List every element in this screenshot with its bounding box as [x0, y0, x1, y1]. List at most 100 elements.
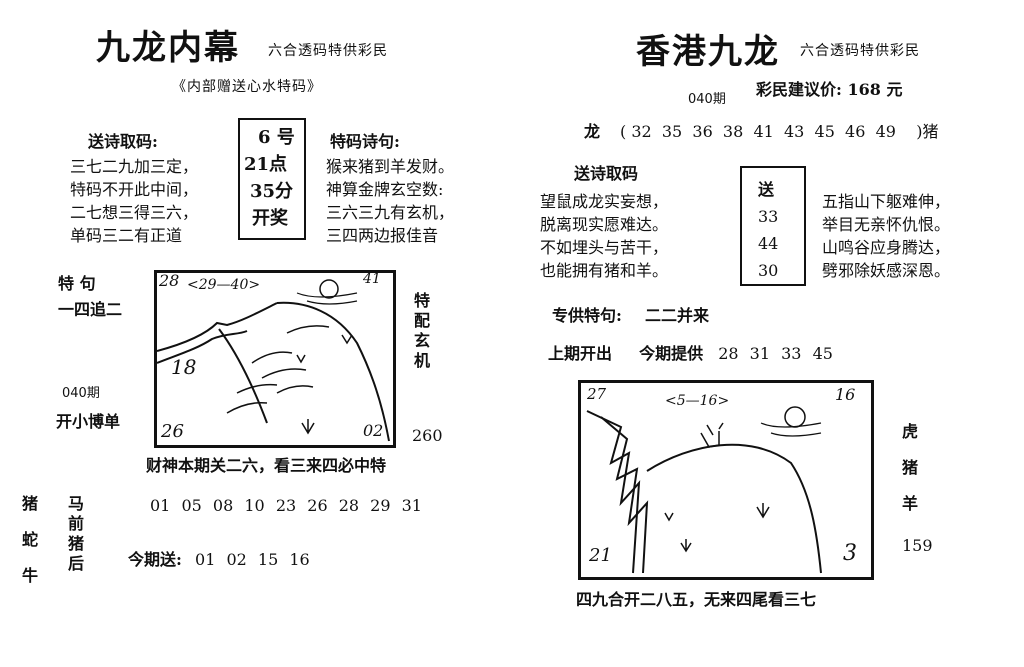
- price: 彩民建议价: 168 元: [756, 80, 903, 99]
- send-label: 送: [758, 180, 775, 199]
- right-title: 香港九龙: [636, 32, 780, 72]
- number-item: 10: [244, 496, 265, 515]
- number-item: 16: [289, 550, 310, 569]
- picture-range: <5—16>: [665, 393, 730, 409]
- poem-line: 也能拥有猪和羊。: [540, 261, 669, 280]
- left-title: 九龙内幕: [96, 28, 240, 68]
- number-item: 15: [257, 550, 279, 569]
- send-number: 44: [758, 234, 779, 253]
- picture-number: 41: [363, 271, 381, 287]
- poem-line: 脱离现实愿难达。: [540, 215, 669, 234]
- poem-line: 望鼠成龙实妄想，: [540, 192, 669, 211]
- poem-line: 五指山下躯难伸，: [822, 192, 951, 211]
- poem-line: 单码三二有正道: [70, 226, 183, 245]
- right-side-number: 159: [902, 536, 933, 555]
- left-subtitle: 六合透码特供彩民: [268, 43, 388, 59]
- number-item: 01: [195, 550, 216, 569]
- right-subtitle: 六合透码特供彩民: [800, 43, 920, 59]
- poem-line: 三七二九加三定，: [70, 157, 199, 176]
- number-item: 28: [338, 496, 360, 515]
- left-picture: 28 <29—40> 41 18 26 02: [154, 270, 396, 448]
- poem-line: 二七想三得三六，: [70, 203, 199, 222]
- number-item: 02: [226, 550, 247, 569]
- special-poem: 猴来猪到羊发财。 神算金牌玄空数: 三六三九有玄机， 三四两边报佳音: [326, 155, 454, 247]
- poem-line: 不如埋头与苦干，: [540, 238, 669, 257]
- send-numbers: 送 33 44 30: [758, 176, 778, 284]
- zodiac-item: 蛇: [22, 530, 39, 549]
- right-poem-heading: 送诗取码: [574, 164, 639, 183]
- poem-line: 神算金牌玄空数:: [326, 180, 444, 199]
- picture-number: 27: [587, 385, 607, 403]
- horse-item: 后: [68, 554, 85, 573]
- number-item: 33: [781, 344, 802, 363]
- special-label: 专供特句:: [552, 306, 622, 325]
- poem-line: 三四两边报佳音: [326, 226, 439, 245]
- left-number-list: 01 05 08 10 23 26 28 29 31: [150, 494, 422, 517]
- landscape-sketch: [157, 279, 390, 442]
- draw-time-box: [238, 118, 306, 240]
- dragon-label: 龙: [584, 122, 601, 141]
- send-box: [740, 166, 806, 286]
- send-number: 30: [758, 261, 779, 280]
- special-line: 专供特句: 二二并来: [552, 304, 709, 327]
- left-poem-heading: 送诗取码:: [88, 132, 158, 151]
- this-issue-label: 今期提供: [639, 344, 704, 363]
- number-item: 31: [749, 344, 771, 363]
- picture-number: 02: [363, 421, 384, 440]
- special-phrase: 一四追二: [58, 300, 123, 319]
- zodiac-item: 猪: [22, 494, 39, 513]
- number-item: 29: [370, 496, 391, 515]
- left-caption: 财神本期关二六，看三来四必中特: [146, 456, 387, 475]
- left-issue: 040期: [62, 386, 100, 401]
- number-item: 26: [307, 496, 328, 515]
- right-poem: 望鼠成龙实妄想， 脱离现实愿难达。 不如埋头与苦干， 也能拥有猪和羊。: [540, 190, 668, 282]
- picture-number: 16: [835, 385, 856, 404]
- special-poem-heading: 特码诗句:: [330, 132, 400, 151]
- right-caption: 四九合开二八五，无来四尾看三七: [576, 590, 817, 609]
- last-issue-label: 上期开出: [548, 344, 613, 363]
- picture-range: <29—40>: [187, 277, 261, 293]
- number-item: 01: [150, 496, 171, 515]
- horse-pig: 马 前 猪 后: [68, 494, 84, 574]
- small-bet: 开小博单: [56, 412, 121, 431]
- draw-day: 6 号: [258, 127, 295, 148]
- horse-item: 猪: [68, 534, 85, 553]
- number-item: 08: [212, 496, 234, 515]
- draw-minute: 35分: [250, 181, 294, 202]
- picture-number: 3: [843, 541, 857, 566]
- picture-number: 18: [171, 355, 197, 379]
- poem-line: 举目无亲怀仇恨。: [822, 215, 951, 234]
- picture-number: 26: [161, 421, 184, 442]
- right-zodiac: 虎 猪 羊: [902, 414, 918, 522]
- poem-line: 特码不开此中间，: [70, 180, 199, 199]
- picture-number: 28: [159, 271, 180, 290]
- zodiac-item: 羊: [902, 494, 919, 513]
- number-item: 28: [718, 344, 739, 363]
- send-number: 33: [758, 207, 779, 226]
- special-text: 二二并来: [645, 306, 710, 325]
- zodiac-item: 牛: [22, 566, 39, 585]
- poem-line: 三六三九有玄机，: [326, 203, 455, 222]
- issue-line: 上期开出 今期提供 28 31 33 45: [548, 342, 833, 365]
- poem-line: 猴来猪到羊发财。: [326, 157, 455, 176]
- landscape-sketch: [586, 406, 822, 574]
- zodiac-item: 猪: [902, 458, 919, 477]
- picture-number: 21: [589, 545, 612, 566]
- horse-item: 马: [68, 494, 85, 513]
- zodiac-item: 虎: [902, 422, 919, 441]
- right-poem-2: 五指山下躯难伸， 举目无亲怀仇恨。 山鸣谷应身腾达， 劈邪除妖感深恩。: [822, 190, 950, 282]
- left-poem: 三七二九加三定， 特码不开此中间， 二七想三得三六， 单码三二有正道: [70, 155, 198, 247]
- number-item: 05: [181, 496, 202, 515]
- right-issue: 040期: [688, 92, 726, 107]
- this-issue-numbers: 28 31 33 45: [718, 344, 833, 363]
- number-item: 31: [401, 496, 422, 515]
- right-picture: 27 <5—16> 16 21 3: [578, 380, 874, 580]
- left-tagline: 《内部赠送心水特码》: [172, 79, 322, 95]
- left-zodiac: 猪 蛇 牛: [22, 486, 38, 594]
- dragon-numbers: ( 32 35 36 38 41 43 45 46 49 )猪: [620, 122, 939, 141]
- poem-line: 山鸣谷应身腾达，: [822, 238, 951, 257]
- side-vertical-text: 特配玄机: [411, 292, 430, 372]
- number-item: 23: [275, 496, 297, 515]
- today-send: 今期送: 01 02 15 16: [128, 548, 310, 571]
- special-phrase-label: 特 句: [58, 274, 96, 293]
